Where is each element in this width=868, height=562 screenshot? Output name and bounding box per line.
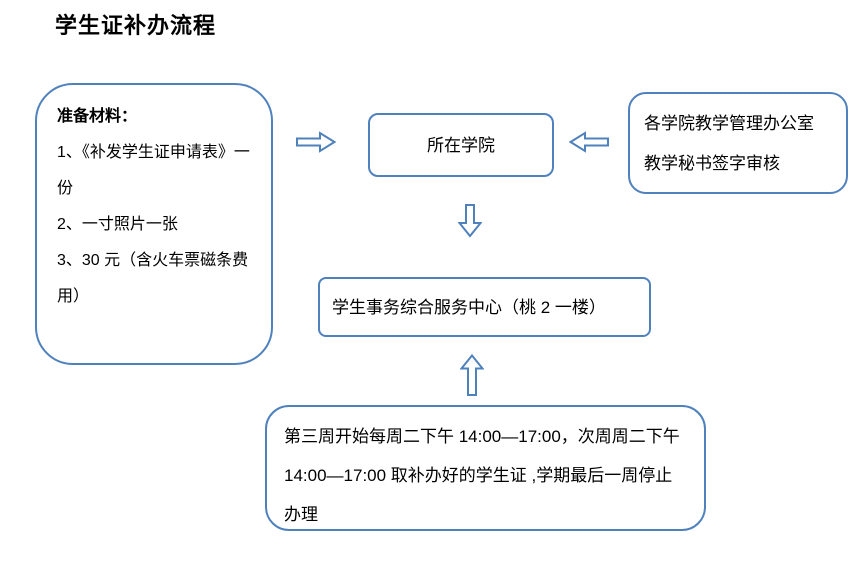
down-block-arrow-icon	[458, 204, 482, 238]
office-line: 各学院教学管理办公室	[644, 114, 814, 133]
materials-item: 1、《补发学生证申请表》一份	[57, 144, 250, 197]
left-block-arrow-icon	[569, 131, 609, 153]
right-block-arrow-icon	[296, 131, 336, 153]
materials-item: 3、30 元（含火车票磁条费用）	[57, 252, 249, 305]
office-line: 教学秘书签字审核	[644, 154, 780, 173]
node-service-center: 学生事务综合服务中心（桃 2 一楼）	[318, 277, 651, 337]
page-title: 学生证补办流程	[55, 13, 217, 38]
up-block-arrow-icon	[460, 354, 484, 396]
node-schedule: 第三周开始每周二下午 14:00—17:00，次周周二下午 14:00—17:0…	[265, 405, 706, 531]
node-materials: 准备材料： 1、《补发学生证申请表》一份 2、一寸照片一张 3、30 元（含火车…	[35, 83, 273, 365]
schedule-text: 第三周开始每周二下午 14:00—17:00，次周周二下午 14:00—17:0…	[284, 427, 680, 524]
college-label: 所在学院	[427, 135, 495, 155]
service-center-label: 学生事务综合服务中心（桃 2 一楼）	[332, 297, 606, 317]
node-college: 所在学院	[368, 113, 554, 177]
materials-item: 2、一寸照片一张	[57, 216, 178, 233]
materials-heading: 准备材料：	[57, 108, 138, 125]
node-office: 各学院教学管理办公室 教学秘书签字审核	[628, 92, 848, 194]
